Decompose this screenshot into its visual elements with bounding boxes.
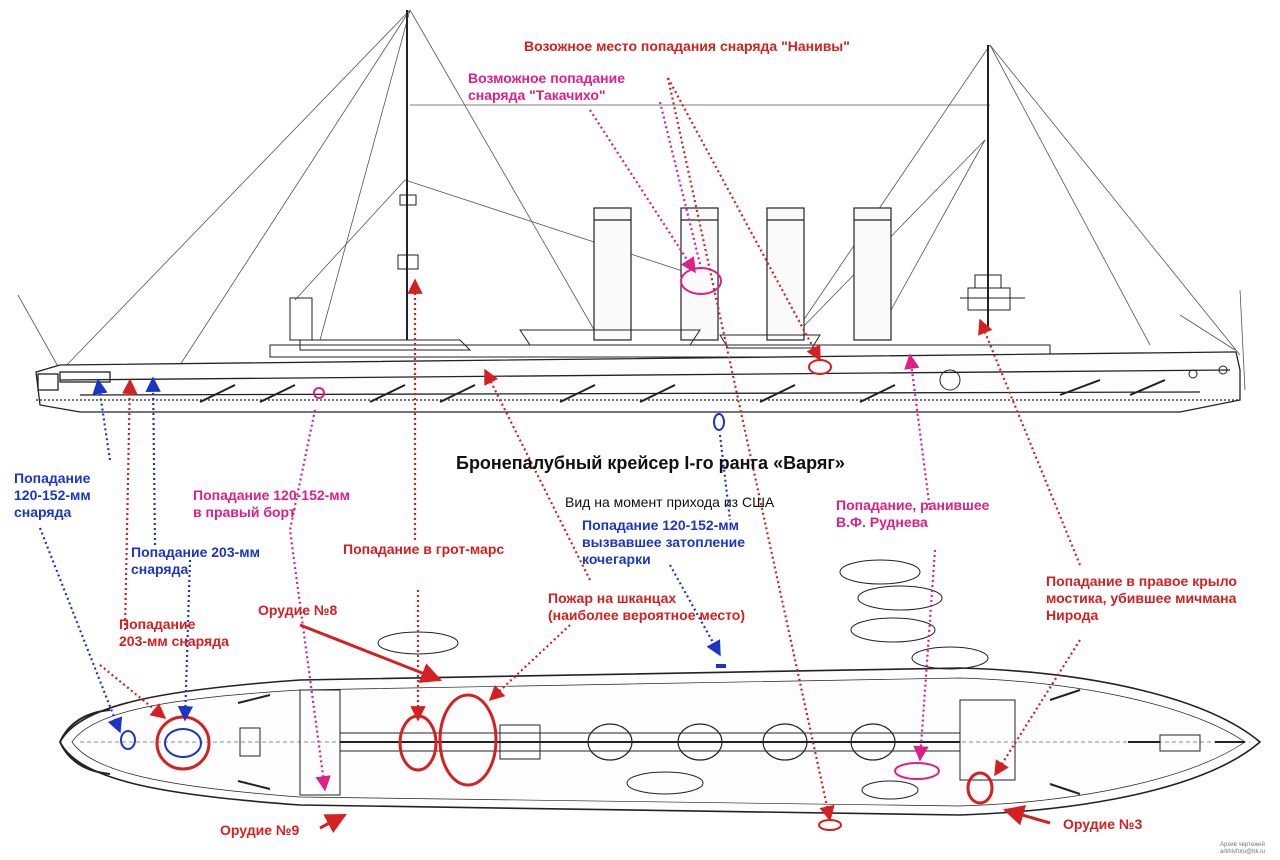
page-title: Бронепалубный крейсер I-го ранга «Варяг»	[456, 453, 845, 473]
masts	[406, 10, 989, 340]
label-gun-8: Орудие №8	[258, 602, 338, 618]
label-gun-3: Орудие №3	[1063, 816, 1143, 832]
plan-view	[59, 559, 1262, 816]
label-hit-120-152: Попадание 120-152-мм снаряда	[14, 470, 91, 520]
label-gun-9: Орудие №9	[220, 822, 300, 838]
side-guns	[199, 379, 1166, 403]
leader-lines	[38, 77, 1082, 822]
label-hit-mainmast-top: Попадание в грот-марс	[343, 541, 505, 557]
gun-arrows	[299, 623, 1051, 834]
label-hit-flooding: Попадание 120-152-мм вызвавшее затоплени…	[582, 517, 746, 567]
hull-profile	[35, 351, 1241, 413]
label-hit-bridge: Попадание в правое крыло мостика, убивше…	[1046, 573, 1237, 623]
label-fire-quarterdeck: Пожар на шканцах(наиболее вероятное мест…	[548, 590, 745, 623]
deck-guns	[237, 689, 1245, 795]
label-naniwa: Возожное место попадания снаряда "Нанивы…	[524, 38, 850, 54]
rigging	[17, 9, 1246, 391]
side-profile	[17, 9, 1246, 413]
funnels	[593, 207, 892, 341]
page-subtitle: Вид на момент прихода из США	[565, 494, 775, 510]
